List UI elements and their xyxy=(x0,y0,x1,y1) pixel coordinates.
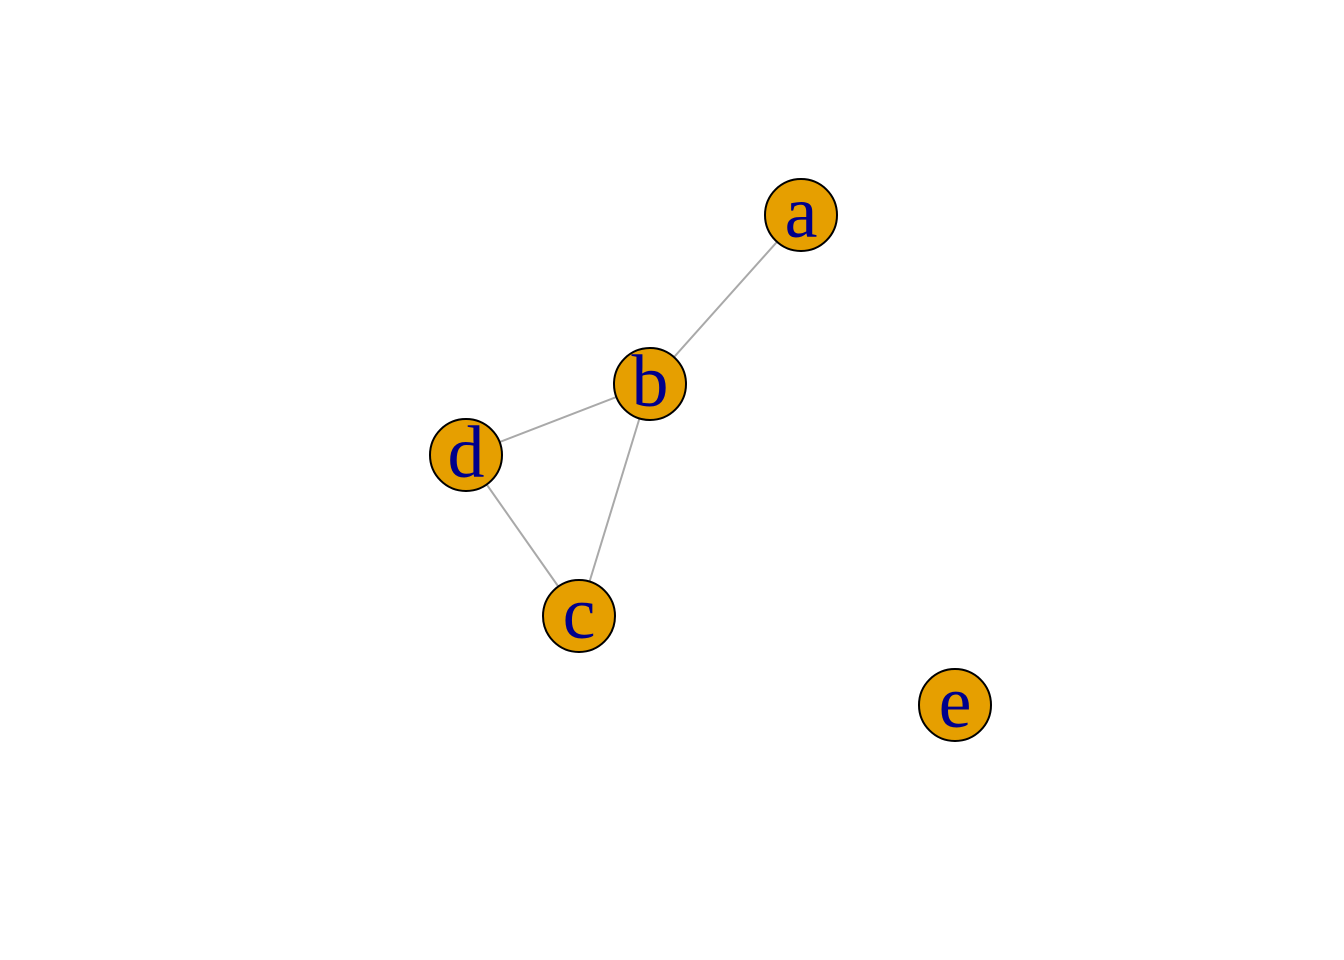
vertices-layer: a b cd e xyxy=(429,172,992,744)
vertex-circle-d xyxy=(429,418,503,492)
vertex-circle-a xyxy=(764,178,838,252)
vertex-c: c xyxy=(542,573,616,655)
edge-a-b xyxy=(649,214,802,385)
vertex-d: d xyxy=(429,412,503,494)
vertex-a: a xyxy=(764,172,838,254)
vertex-label-b: b xyxy=(632,341,669,423)
vertex-label-d: d xyxy=(448,412,485,494)
vertex-circle-c xyxy=(542,579,616,653)
vertex-e: e xyxy=(918,662,992,744)
vertex-b: b xyxy=(613,341,687,423)
vertex-label-e: e xyxy=(939,662,972,744)
edge-b-c xyxy=(578,383,651,617)
vertex-circle-e xyxy=(918,668,992,742)
vertex-label-c: c xyxy=(563,573,596,655)
vertex-circle-b xyxy=(613,347,687,421)
vertex-label-a: a xyxy=(785,172,818,254)
